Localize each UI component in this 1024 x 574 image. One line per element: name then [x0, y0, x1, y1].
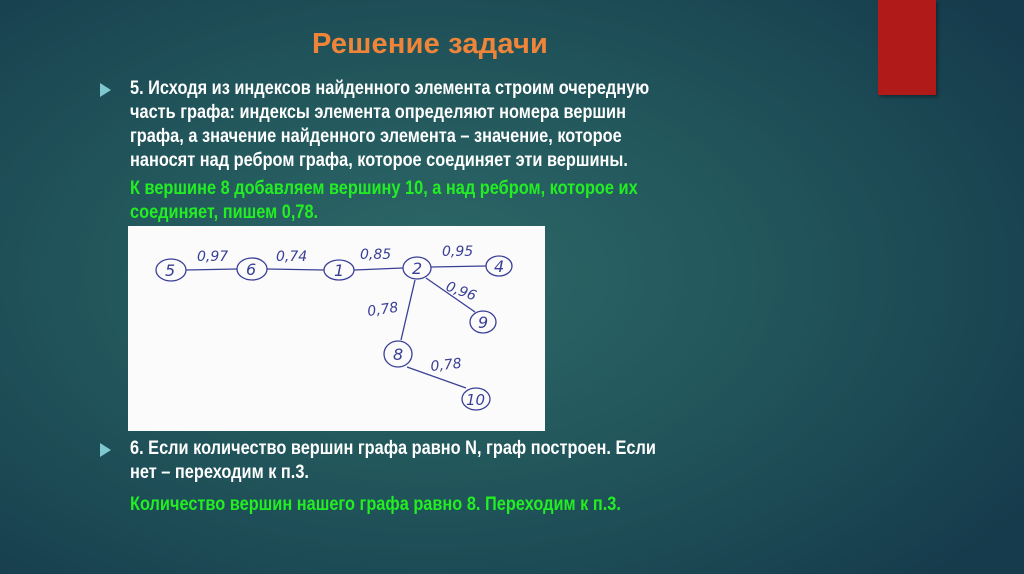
text-line: нет – переходим к п.3.: [130, 462, 309, 483]
text-line: 6. Если количество вершин графа равно N,…: [130, 438, 656, 459]
edge-weight: 0,97: [197, 249, 228, 265]
step-5-text: 5. Исходя из индексов найденного элемент…: [130, 77, 820, 173]
graph-node: [461, 387, 491, 411]
step-6-note: Количество вершин нашего графа равно 8. …: [130, 493, 820, 517]
text-line: 5. Исходя из индексов найденного элемент…: [130, 78, 650, 99]
accent-bar: [878, 0, 936, 95]
graph-edge: [266, 268, 325, 271]
graph-node: [155, 258, 187, 282]
graph-edge: [185, 268, 238, 271]
graph-edge: [353, 267, 404, 271]
graph-figure: 5 6 1 2 4 9 8 10 0,97 0,74 0,85 0,95 0,9…: [128, 226, 545, 431]
text-line: часть графа: индексы элемента определяют…: [130, 102, 626, 123]
note-line: соединяет, пишем 0,78.: [130, 202, 319, 223]
edge-weight: 0,96: [444, 279, 479, 305]
graph-edge: [400, 279, 416, 341]
step-6-text: 6. Если количество вершин графа равно N,…: [130, 437, 820, 485]
node-label: 10: [466, 391, 485, 409]
node-label: 5: [165, 261, 175, 280]
graph-node: [469, 310, 497, 334]
node-label: 9: [478, 313, 488, 332]
node-label: 8: [393, 345, 403, 364]
node-label: 6: [246, 260, 256, 279]
note-line: Количество вершин нашего графа равно 8. …: [130, 494, 621, 515]
triangle-bullet-icon: [100, 83, 111, 97]
graph-node: [383, 340, 413, 368]
graph-node: [236, 257, 268, 281]
text-line: графа, а значение найденного элемента – …: [130, 126, 622, 147]
node-label: 1: [334, 261, 344, 280]
graph-node: [323, 259, 355, 281]
graph-edge: [425, 277, 476, 313]
edge-weight: 0,78: [366, 300, 399, 320]
node-label: 4: [494, 257, 504, 276]
graph-node: [485, 255, 513, 277]
slide-title: Решение задачи: [312, 28, 549, 60]
graph-diagram: 5 6 1 2 4 9 8 10 0,97 0,74 0,85 0,95 0,9…: [155, 244, 513, 411]
edge-weight: 0,85: [360, 247, 391, 263]
edge-weight: 0,95: [442, 244, 473, 260]
text-line: наносят над ребром графа, которое соедин…: [130, 150, 628, 171]
graph-edge: [430, 265, 487, 268]
edge-weight: 0,74: [276, 249, 307, 265]
step-5-note: К вершине 8 добавляем вершину 10, а над …: [130, 177, 820, 225]
triangle-bullet-icon: [100, 443, 111, 457]
graph-node: [402, 256, 432, 280]
graph-edge: [406, 366, 467, 389]
node-label: 2: [412, 259, 422, 278]
edge-weight: 0,78: [430, 356, 463, 375]
note-line: К вершине 8 добавляем вершину 10, а над …: [130, 178, 638, 199]
